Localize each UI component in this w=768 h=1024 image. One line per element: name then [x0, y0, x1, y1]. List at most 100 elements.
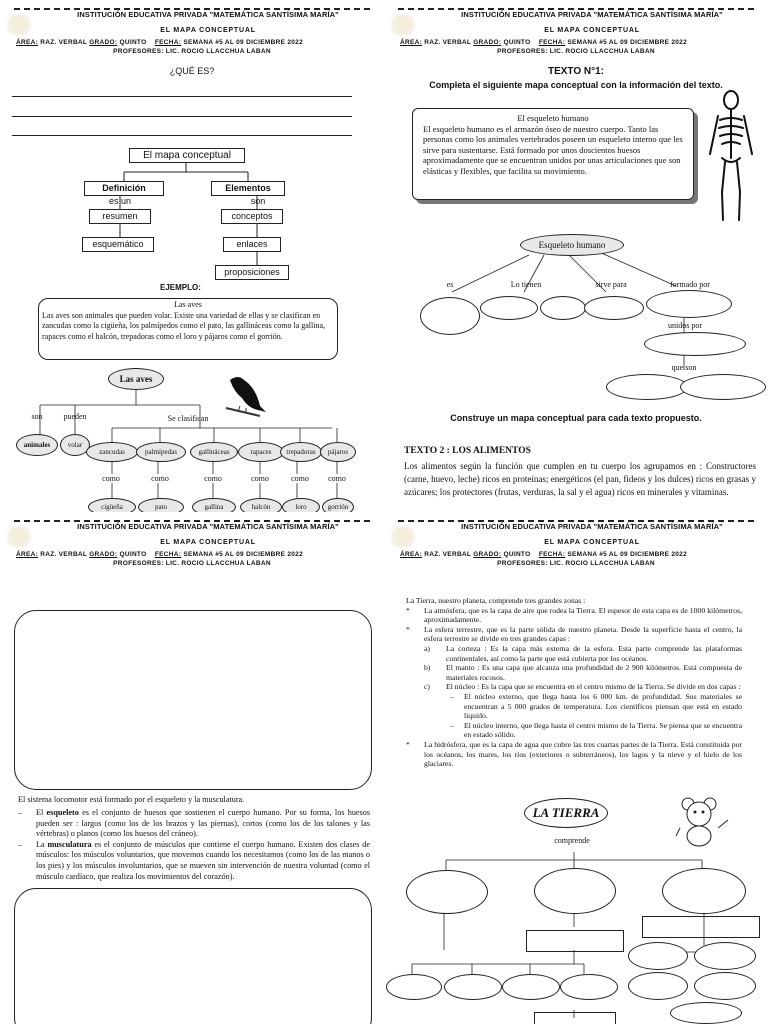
bird-type-oval: pájaros	[320, 442, 356, 462]
dash-bullet: –	[450, 720, 454, 730]
earth-empty-oval-10[interactable]	[502, 974, 560, 1000]
skeleton-empty-oval-unidos-por[interactable]	[644, 332, 746, 356]
earth-empty-box-2[interactable]	[642, 916, 760, 938]
earth-empty-oval-4[interactable]	[628, 942, 688, 970]
teachers-line: PROFESORES: LIC. ROCIO LLACCHUA LABAN	[113, 48, 271, 55]
birds-link-se-clasifican: Se clasifican	[167, 414, 209, 423]
top-dashed-border	[14, 8, 370, 10]
birds-root-oval: Las aves	[108, 368, 164, 390]
skeleton-empty-oval-sirve-para[interactable]	[584, 296, 644, 320]
bird-type-oval: rapaces	[238, 442, 284, 462]
birds-map-connectors	[39, 390, 338, 498]
map-elementos-box: Elementos	[211, 181, 285, 196]
example-title: Las aves	[174, 300, 202, 309]
earth-item-hidrosfera: * La hidrósfera, que es la capa de agua …	[406, 739, 742, 769]
skeleton-text-box: El esqueleto humano El esqueleto humano …	[412, 108, 694, 200]
bird-link-como: como	[320, 474, 354, 483]
answer-box-1[interactable]	[14, 610, 372, 790]
texto-1-title: TEXTO N°1:	[547, 66, 605, 77]
earth-empty-oval-12[interactable]	[670, 1002, 742, 1024]
skeleton-link-lo-tienen: Lo tienen	[510, 280, 542, 289]
earth-empty-box-3[interactable]	[534, 1012, 616, 1024]
fecha-value: SEMANA #5 AL 09 DICIEMBRE 2022	[567, 39, 688, 46]
worksheet-subtitle: EL MAPA CONCEPTUAL	[160, 539, 256, 546]
bird-example-oval: loro	[282, 498, 320, 512]
locomotor-list: – El esqueleto es el conjunto de huesos …	[18, 808, 370, 882]
skeleton-map-connectors	[451, 251, 685, 370]
crow-illustration	[225, 377, 266, 417]
skeleton-empty-oval-lo-tienen[interactable]	[480, 296, 538, 320]
map-proposiciones-box: proposiciones	[215, 265, 289, 280]
fecha-value: SEMANA #5 AL 09 DICIEMBRE 2022	[567, 551, 688, 558]
skeleton-link-que-son: que son	[671, 363, 697, 372]
teachers-line: PROFESORES: LIC. ROCIO LLACCHUA LABAN	[113, 560, 271, 567]
texto-1-instruction: Completa el siguiente mapa conceptual co…	[429, 80, 723, 90]
texto-2-paragraph: Los alimentos según la función que cumpl…	[404, 461, 756, 497]
earth-empty-oval-11[interactable]	[560, 974, 618, 1000]
list-marker-b: b)	[424, 663, 431, 673]
bird-type-oval: palmípedas	[136, 442, 186, 462]
skeleton-link-sirve-para: sirve para	[595, 280, 627, 289]
concept-map-connectors	[119, 163, 258, 265]
fecha-value: SEMANA #5 AL 09 DICIEMBRE 2022	[183, 39, 304, 46]
birds-link-pueden: pueden	[63, 412, 87, 421]
earth-empty-oval-1[interactable]	[406, 870, 488, 914]
school-logo	[388, 526, 418, 548]
earth-empty-oval-5[interactable]	[694, 942, 756, 970]
area-label: ÁREA:	[16, 551, 39, 558]
grado-label: GRADO:	[89, 551, 118, 558]
answer-line-1[interactable]	[12, 96, 352, 97]
earth-root-oval: LA TIERRA	[524, 798, 608, 828]
worksheet-page-1: INSTITUCIÓN EDUCATIVA PRIVADA "MATEMÁTIC…	[0, 0, 384, 512]
top-dashed-border	[398, 520, 754, 522]
teachers-line: PROFESORES: LIC. ROCIO LLACCHUA LABAN	[497, 560, 655, 567]
teachers-line: PROFESORES: LIC. ROCIO LLACCHUA LABAN	[497, 48, 655, 55]
skeleton-empty-oval-mid[interactable]	[540, 296, 586, 320]
map-definition-box: Definición	[84, 181, 164, 196]
earth-sub-nucleo: c) El núcleo : Es la capa que se encuent…	[424, 682, 741, 692]
earth-link-comprende: comprende	[554, 836, 590, 845]
answer-line-2[interactable]	[12, 116, 352, 117]
earth-text: La Tierra, nuestro planeta, comprende tr…	[406, 596, 742, 769]
earth-empty-oval-6[interactable]	[628, 972, 688, 1000]
earth-empty-oval-7[interactable]	[694, 972, 756, 1000]
fecha-label: FECHA:	[154, 39, 182, 46]
earth-empty-box-1[interactable]	[526, 930, 624, 952]
school-logo	[388, 14, 418, 36]
school-title: INSTITUCIÓN EDUCATIVA PRIVADA "MATEMÁTIC…	[77, 522, 339, 531]
fecha-label: FECHA:	[154, 551, 182, 558]
area-label: ÁREA:	[400, 39, 423, 46]
earth-empty-oval-9[interactable]	[444, 974, 502, 1000]
skeleton-empty-oval-que-son-1[interactable]	[606, 374, 688, 400]
earth-empty-oval-8[interactable]	[386, 974, 442, 1000]
answer-line-3[interactable]	[12, 135, 352, 136]
bird-link-como: como	[190, 474, 236, 483]
dash-bullet: –	[18, 839, 23, 849]
dash-bullet: –	[450, 691, 454, 701]
map-resumen-box: resumen	[89, 209, 151, 224]
skeleton-empty-oval-formado-por[interactable]	[646, 290, 732, 318]
bird-link-como: como	[280, 474, 320, 483]
area-value: RAZ. VERBAL	[40, 551, 88, 558]
earth-sub-manto: b) El manto : Es una capa que alcanza un…	[424, 663, 742, 682]
skeleton-empty-oval-que-son-2[interactable]	[680, 374, 766, 400]
fecha-label: FECHA:	[538, 39, 566, 46]
bird-example-oval: halcón	[240, 498, 282, 512]
list-marker-a: a)	[424, 643, 430, 653]
school-title: INSTITUCIÓN EDUCATIVA PRIVADA "MATEMÁTIC…	[461, 522, 723, 531]
earth-empty-oval-3[interactable]	[662, 868, 746, 914]
area-value: RAZ. VERBAL	[40, 39, 88, 46]
bird-example-oval: gorrión	[322, 498, 354, 512]
star-bullet: *	[406, 605, 410, 615]
earth-intro: La Tierra, nuestro planeta, comprende tr…	[406, 596, 586, 605]
list-marker-c: c)	[424, 682, 430, 692]
answer-box-2[interactable]	[14, 888, 372, 1024]
skeleton-empty-oval-es[interactable]	[420, 297, 480, 335]
example-label: EJEMPLO:	[160, 283, 201, 292]
grado-value: QUINTO	[503, 551, 531, 558]
teddy-bear-illustration	[675, 797, 729, 847]
earth-empty-oval-2[interactable]	[534, 868, 616, 914]
dash-bullet: –	[18, 808, 23, 817]
school-title: INSTITUCIÓN EDUCATIVA PRIVADA "MATEMÁTIC…	[77, 10, 339, 19]
worksheet-subtitle: EL MAPA CONCEPTUAL	[544, 27, 640, 34]
